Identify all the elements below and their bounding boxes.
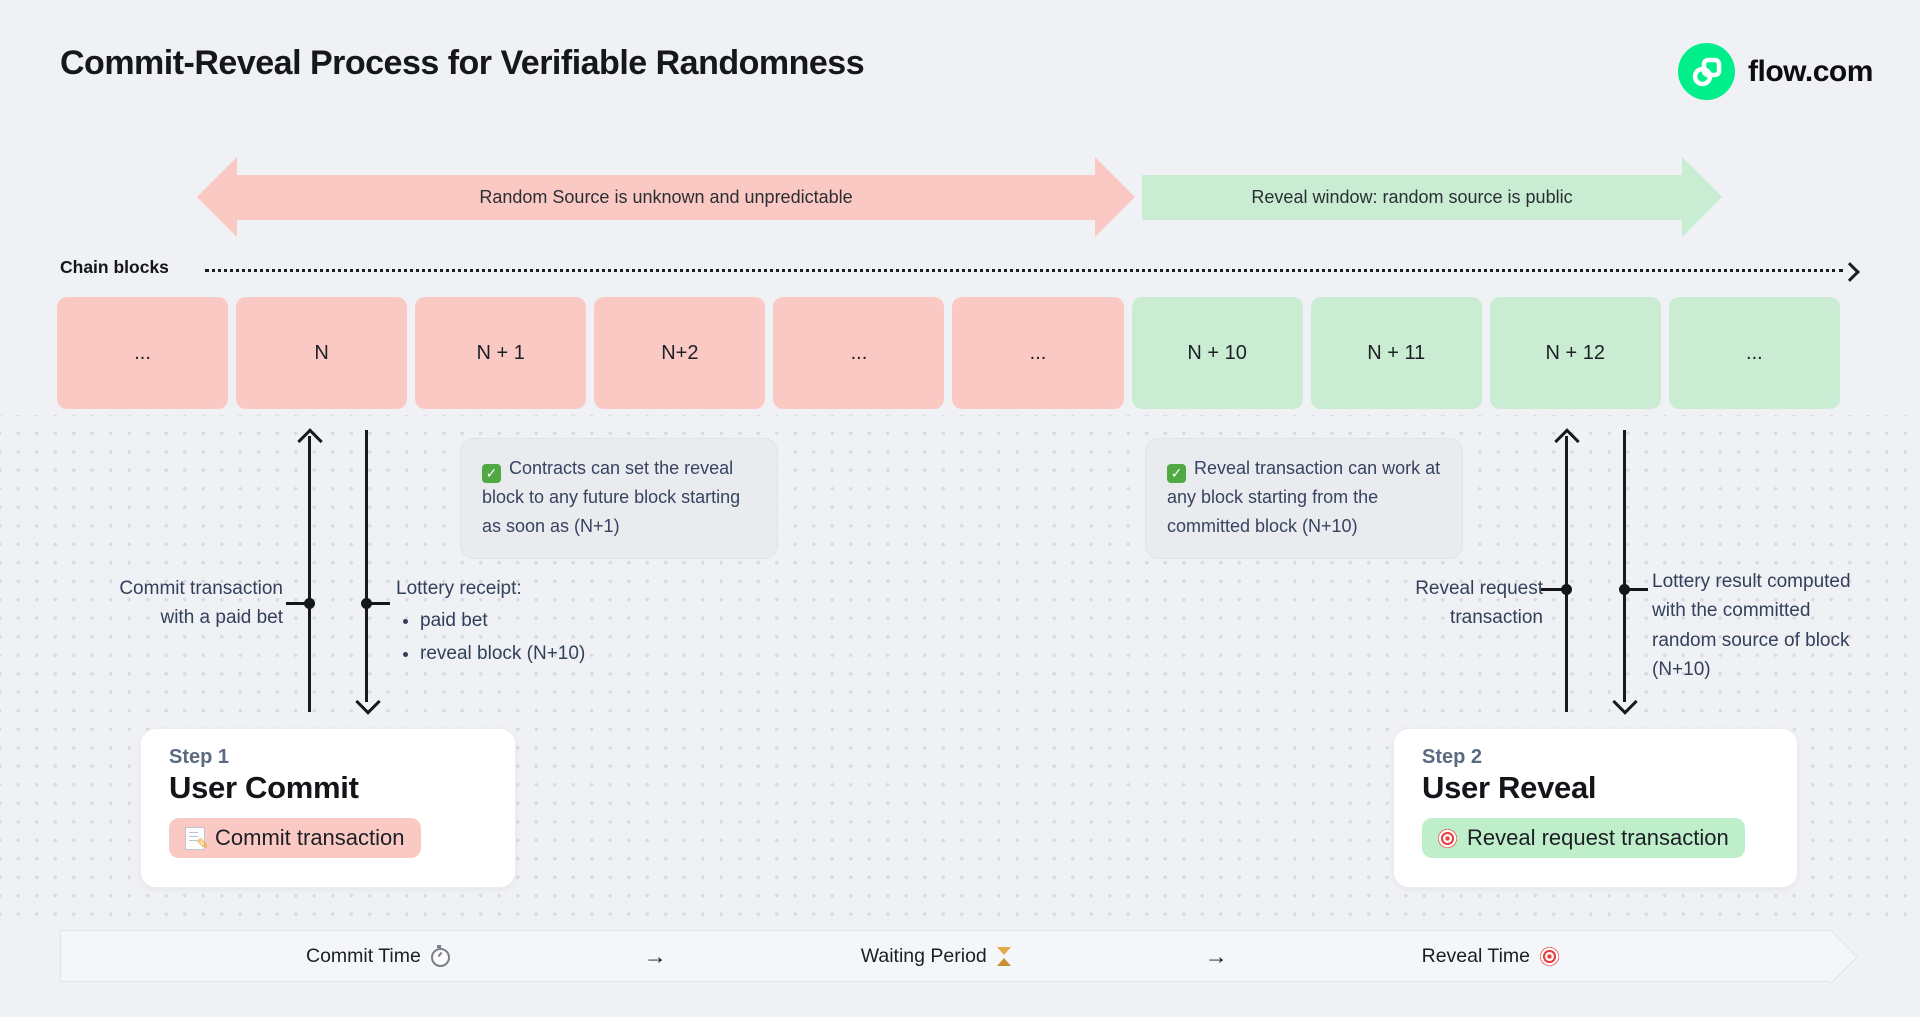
receipt-connector-node: [361, 598, 372, 609]
chain-block-1: N: [236, 297, 408, 409]
lottery-receipt-item: reveal block (N+10): [420, 639, 636, 668]
step1-badge-label: Commit transaction: [215, 825, 405, 850]
lottery-receipt-title: Lottery receipt:: [396, 578, 522, 599]
result-down-arrow-line: [1623, 430, 1626, 702]
chain-block-4: ...: [773, 297, 945, 409]
commit-phase-arrow: Random Source is unknown and unpredictab…: [237, 175, 1095, 220]
commit-note-box: Contracts can set the reveal block to an…: [460, 438, 778, 560]
reveal-phase-label: Reveal window: random source is public: [1251, 187, 1573, 207]
chain-block-8: N + 12: [1489, 297, 1661, 409]
reveal-connector-node: [1561, 584, 1572, 595]
reveal-phase-arrow: Reveal window: random source is public: [1142, 175, 1682, 220]
chain-block-0: ...: [57, 297, 229, 409]
arrow-right-icon: →: [643, 942, 667, 969]
timeline-bar: Commit Time → Waiting Period → Reveal Time: [60, 930, 1830, 982]
lottery-receipt-annotation: Lottery receipt: paid bet reveal block (N…: [396, 574, 636, 671]
step2-eyebrow: Step 2: [1422, 746, 1483, 768]
flow-logo-icon: [1678, 43, 1735, 100]
check-icon: [482, 463, 501, 483]
timeline-phase-label: Reveal Time: [1421, 944, 1530, 967]
receipt-down-arrow-line: [365, 430, 368, 702]
brand-link[interactable]: flow.com: [1678, 43, 1873, 100]
result-connector-dash: [1627, 588, 1648, 591]
lottery-receipt-list: paid bet reveal block (N+10): [400, 606, 636, 668]
arrow-right-icon: →: [1204, 942, 1228, 969]
reveal-up-arrow-line: [1565, 436, 1568, 712]
reveal-note-box: Reveal transaction can work at any block…: [1145, 438, 1463, 560]
chain-block-7: N + 11: [1310, 297, 1482, 409]
commit-note-text: Contracts can set the reveal block to an…: [482, 458, 741, 537]
step2-badge-label: Reveal request transaction: [1467, 825, 1729, 850]
lottery-receipt-item: paid bet: [420, 606, 636, 635]
brand-name: flow.com: [1748, 54, 1873, 88]
chain-blocks-label: Chain blocks: [60, 257, 169, 277]
reveal-connector-dash: [1541, 588, 1562, 591]
step2-title: User Reveal: [1422, 770, 1597, 805]
chain-arrow-icon: [1840, 262, 1860, 282]
reveal-request-annotation: Reveal request transaction: [1415, 578, 1543, 629]
page-title: Commit-Reveal Process for Verifiable Ran…: [60, 44, 865, 82]
timeline-phase-label: Commit Time: [306, 944, 421, 967]
timeline-phase-label: Waiting Period: [860, 944, 987, 967]
chain-block-2: N + 1: [415, 297, 587, 409]
chain-dotted-line: [205, 269, 1843, 272]
result-connector-node: [1619, 584, 1630, 595]
stopwatch-icon: [430, 945, 450, 967]
chain-block-9: ...: [1668, 297, 1840, 409]
commit-transaction-annotation: Commit transaction with a paid bet: [119, 578, 283, 629]
hourglass-icon: [996, 946, 1011, 966]
commit-arrow-left-head: [197, 157, 237, 237]
reveal-arrow-right-head: [1682, 157, 1722, 237]
commit-phase-label: Random Source is unknown and unpredictab…: [479, 187, 853, 207]
target-icon: [1438, 828, 1457, 848]
step2-card: Step 2 User Reveal Reveal request transa…: [1393, 728, 1798, 888]
check-icon: [1167, 463, 1186, 483]
step1-card: Step 1 User Commit Commit transaction: [140, 728, 516, 888]
memo-icon: [185, 826, 209, 853]
target-icon: [1540, 946, 1559, 966]
reveal-request-badge: Reveal request transaction: [1422, 818, 1745, 858]
commit-connector-dash: [286, 602, 306, 605]
lottery-result-annotation: Lottery result computed with the committ…: [1652, 571, 1851, 681]
receipt-connector-dash: [370, 602, 390, 605]
reveal-note-text: Reveal transaction can work at any block…: [1167, 458, 1441, 537]
timeline-phase-reveal-time: Reveal Time: [1422, 945, 1559, 968]
step1-title: User Commit: [169, 770, 359, 805]
timeline-phase-waiting-period: Waiting Period: [861, 945, 1011, 968]
commit-transaction-badge: Commit transaction: [169, 818, 421, 858]
step1-eyebrow: Step 1: [169, 746, 230, 768]
commit-up-arrow-line: [308, 436, 311, 712]
commit-arrow-right-head: [1095, 157, 1135, 237]
chain-block-5: ...: [952, 297, 1124, 409]
chain-block-6: N + 10: [1131, 297, 1303, 409]
commit-connector-node: [304, 598, 315, 609]
chain-block-3: N+2: [594, 297, 766, 409]
timeline-phase-commit-time: Commit Time: [306, 945, 450, 968]
